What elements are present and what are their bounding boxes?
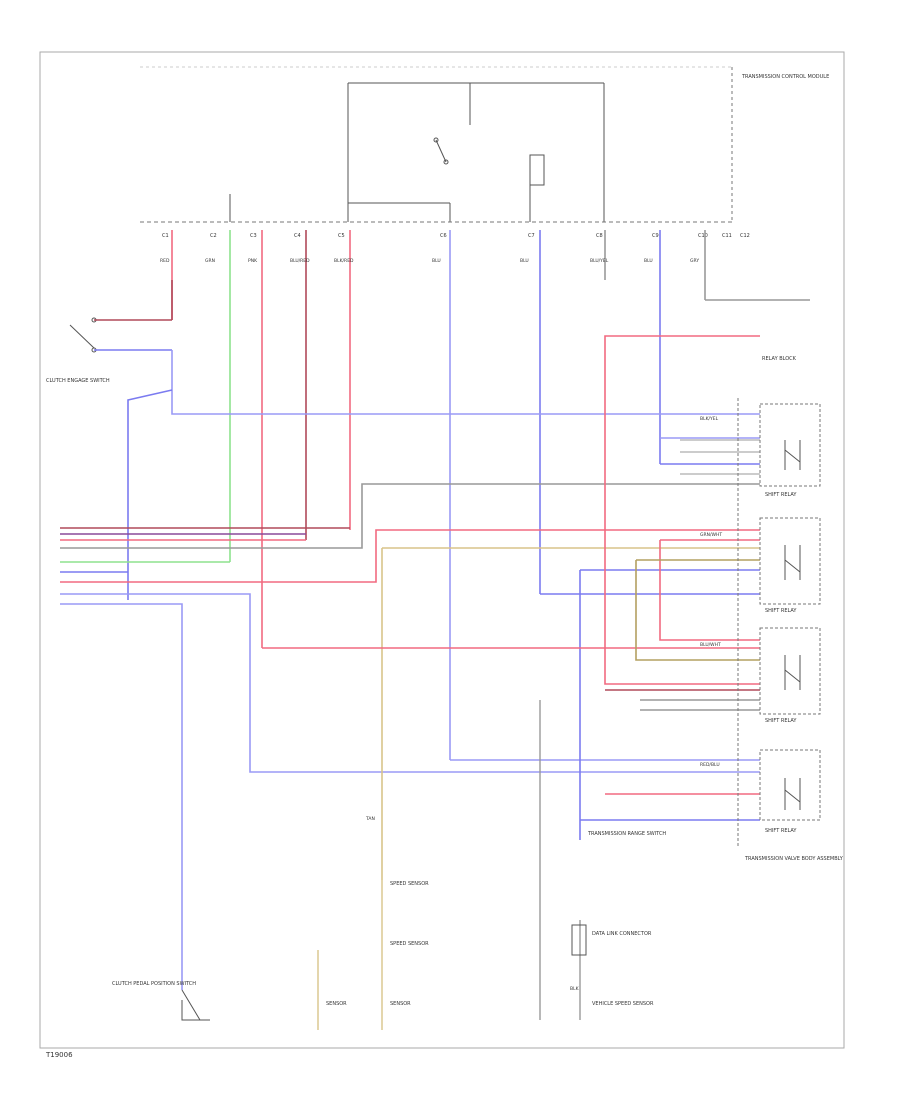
pin-label: C3	[250, 233, 257, 239]
relay-box-2	[759, 517, 821, 605]
pin-label: C1	[162, 233, 169, 239]
shift-relay-label-3: SHIFT RELAY	[765, 718, 797, 724]
bottom-components	[181, 700, 587, 1030]
wire-tag: PNK	[248, 258, 258, 264]
wire-blue-h8	[60, 593, 760, 773]
pin-label: C9	[652, 233, 659, 239]
data-link-label: DATA LINK CONNECTOR	[592, 931, 652, 937]
relay-box-1	[759, 403, 821, 487]
blue-horizontals	[60, 350, 760, 990]
shift-relay-label-1: SHIFT RELAY	[765, 492, 797, 498]
top-module-box	[229, 82, 605, 222]
bundle-tan	[381, 547, 760, 880]
wire-tag: RED/BLU	[700, 762, 720, 768]
pin-label: C8	[596, 233, 603, 239]
shift-relay-label-4: SHIFT RELAY	[765, 828, 797, 834]
bottom-mid3-label: SPEED SENSOR	[390, 881, 429, 887]
pin-label: C10	[698, 233, 708, 239]
left-switch	[69, 317, 172, 353]
wire-gray-r1	[640, 699, 760, 711]
pin-label: C2	[210, 233, 217, 239]
wire-tag: GRY	[690, 258, 699, 264]
wire-tag: BLU	[644, 258, 653, 264]
relay-block-label: RELAY BLOCK	[762, 356, 797, 362]
wire-red-r3	[659, 539, 760, 641]
wire-gray-r2	[680, 439, 760, 475]
wire-tag: BLK	[570, 986, 580, 992]
wire-red-r1	[604, 335, 760, 685]
wire-tag: BLU/YEL	[590, 258, 609, 264]
wire-tag: BLU	[520, 258, 529, 264]
bundle-gray	[60, 483, 760, 549]
bundle-red-2	[60, 529, 760, 583]
bottom-mid2-label: SENSOR	[390, 1001, 411, 1007]
wire-blue-h9	[60, 603, 183, 990]
wire-olive-r1	[635, 559, 760, 661]
wire-blue-h1	[171, 350, 760, 415]
relay-box-3	[759, 627, 821, 715]
relay-switch-icons	[784, 440, 801, 810]
left-bundle	[60, 483, 760, 880]
wire-tag: BLU/WHT	[700, 642, 721, 648]
bottom-mid4-label: SPEED SENSOR	[390, 941, 429, 947]
pin-label: C5	[338, 233, 345, 239]
bottom-left-label: CLUTCH PEDAL POSITION SWITCH	[112, 981, 196, 987]
pin-label: C11	[722, 233, 732, 239]
footer-code: T19006	[45, 1051, 73, 1059]
wire-tag: GRN/WHT	[700, 532, 722, 538]
diagram-frame	[39, 51, 845, 1049]
wire-tag: GRN	[205, 258, 215, 264]
relay-box-4	[759, 749, 821, 821]
wire-blue-h2	[127, 389, 173, 600]
pin-label: C6	[440, 233, 447, 239]
bottom-right-label: VEHICLE SPEED SENSOR	[592, 1001, 654, 1007]
pin-label: C7	[528, 233, 535, 239]
left-connector-label: CLUTCH ENGAGE SWITCH	[46, 378, 110, 384]
bottom-mid1-label: SENSOR	[326, 1001, 347, 1007]
wire-tag: BLU/RED	[290, 258, 310, 264]
fuse-box-label: TRANSMISSION CONTROL MODULE	[741, 74, 829, 80]
right-solenoid-label: TRANSMISSION VALVE BODY ASSEMBLY	[744, 856, 844, 862]
shift-relay-label-2: SHIFT RELAY	[765, 608, 797, 614]
top-switch-icon	[433, 137, 545, 186]
wire-tag: BLK/RED	[334, 258, 354, 264]
pin-label: C12	[740, 233, 750, 239]
pin-labels: C1 C2 C3 C4 C5 C6 C7 C8 C9 C10 C11 C12	[162, 233, 750, 239]
pin-label: C4	[294, 233, 301, 239]
trans-range-label: TRANSMISSION RANGE SWITCH	[587, 831, 666, 837]
wire-tag: TAN	[365, 816, 375, 822]
vertical-wires	[171, 230, 810, 760]
relay-boxes	[737, 398, 821, 848]
wire-tags: RED GRN PNK BLU/RED BLK/RED BLU BLU BLU/YEL BLU G…	[160, 258, 722, 992]
wire-tag: BLU	[432, 258, 441, 264]
right-bundles	[604, 335, 760, 795]
wire-tag: RED	[160, 258, 170, 264]
wire-tag: BLK/YEL	[700, 416, 719, 422]
